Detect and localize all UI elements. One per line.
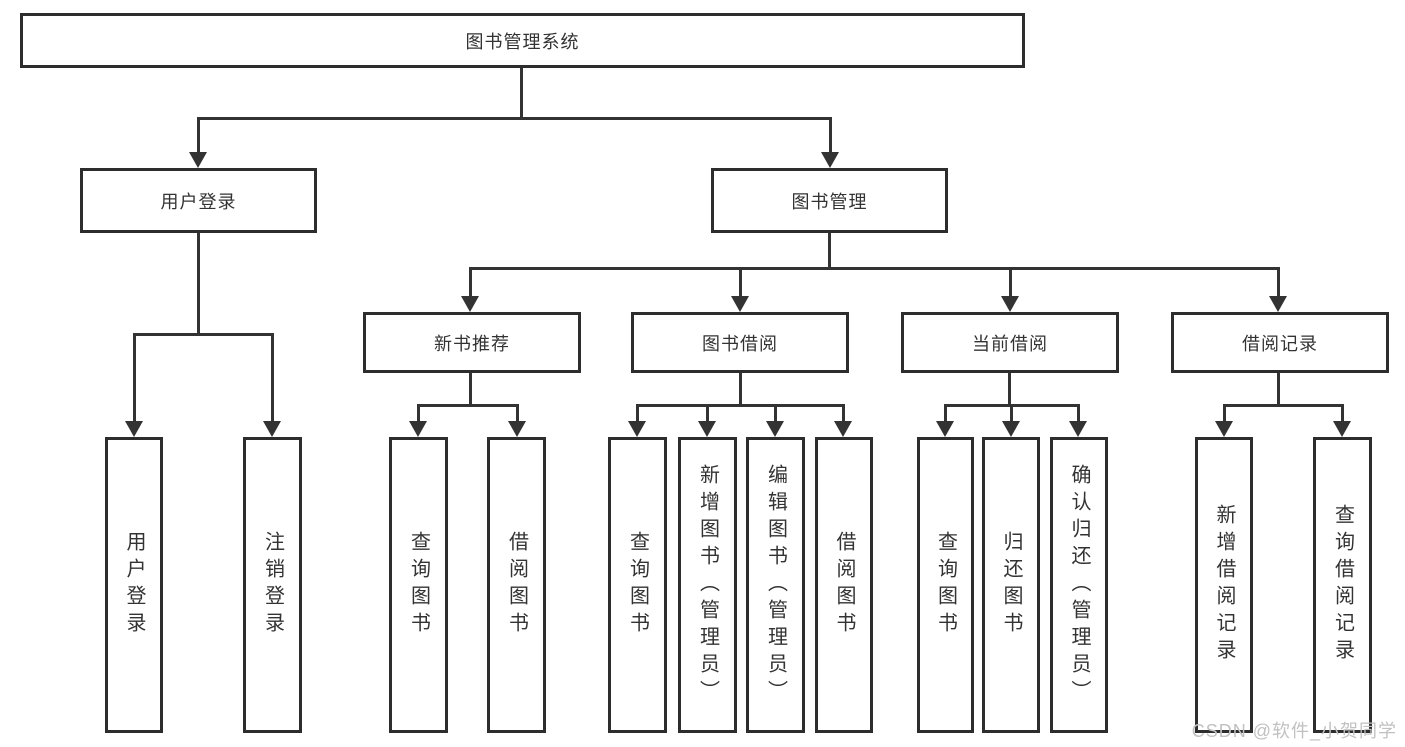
node-label: 借阅图书: [833, 531, 855, 639]
node-label: 新增图书（管理员）: [696, 463, 719, 707]
arrow-down-icon: [1269, 296, 1287, 312]
node-user-login-leaf: 用户登录: [105, 437, 163, 733]
connector-stem: [469, 373, 472, 406]
arrow-down-icon: [936, 421, 954, 437]
connector-drop: [706, 404, 709, 423]
connector-drop: [417, 404, 420, 423]
node-label: 借阅图书: [505, 531, 528, 639]
node-label: 图书管理: [791, 191, 868, 212]
node-label: 注销登录: [261, 531, 284, 639]
arrow-down-icon: [698, 421, 716, 437]
node-borrow-records: 借阅记录: [1171, 312, 1389, 373]
node-cb-return-books: 归还图书: [982, 437, 1040, 733]
connector-stem: [197, 233, 200, 335]
node-user-login: 用户登录: [80, 168, 317, 233]
connector-drop: [829, 117, 832, 155]
node-bb-query-books: 查询图书: [608, 437, 667, 733]
node-label: 编辑图书（管理员）: [764, 463, 787, 707]
connector-drop: [1077, 404, 1080, 423]
arrow-down-icon: [263, 421, 281, 437]
connector-rail: [1223, 404, 1344, 407]
connector-drop: [842, 404, 845, 423]
node-label: 查询图书: [626, 531, 649, 639]
connector-root-stem: [520, 68, 523, 119]
arrow-down-icon: [1001, 296, 1019, 312]
arrow-down-icon: [766, 421, 784, 437]
arrow-down-icon: [1333, 421, 1351, 437]
connector-root-rail: [197, 117, 832, 120]
arrow-down-icon: [461, 296, 479, 312]
node-bb-add-books-admin: 新增图书（管理员）: [678, 437, 737, 733]
node-logout-leaf: 注销登录: [243, 437, 302, 733]
node-label: 查询图书: [934, 531, 957, 639]
node-bb-edit-books-admin: 编辑图书（管理员）: [746, 437, 805, 733]
node-label: 新增借阅记录: [1213, 504, 1235, 666]
connector-stem: [739, 373, 742, 406]
node-label: 查询图书: [407, 531, 430, 639]
connector-drop: [774, 404, 777, 423]
connector-drop: [133, 333, 136, 423]
node-book-borrowing: 图书借阅: [631, 312, 849, 373]
node-br-add-record: 新增借阅记录: [1195, 437, 1253, 733]
node-label: 图书管理系统: [465, 31, 580, 52]
node-library-system: 图书管理系统: [20, 13, 1025, 68]
node-label: 借阅记录: [1242, 333, 1318, 354]
arrow-down-icon: [189, 152, 207, 168]
node-label: 查询借阅记录: [1331, 504, 1354, 666]
connector-stem: [828, 233, 831, 269]
connector-drop: [1223, 404, 1226, 423]
node-new-book-recommend: 新书推荐: [363, 312, 581, 373]
arrow-down-icon: [834, 421, 852, 437]
connector-drop: [516, 404, 519, 423]
node-cb-query-books: 查询图书: [917, 437, 974, 733]
node-bb-borrow-books: 借阅图书: [815, 437, 873, 733]
arrow-down-icon: [821, 152, 839, 168]
arrow-down-icon: [1002, 421, 1020, 437]
connector-rail: [417, 404, 519, 407]
connector-rail: [636, 404, 845, 407]
node-label: 归还图书: [1000, 531, 1022, 639]
connector-drop: [636, 404, 639, 423]
node-label: 当前借阅: [972, 333, 1048, 354]
node-nb-query-books: 查询图书: [389, 437, 448, 733]
arrow-down-icon: [409, 421, 427, 437]
connector-stem: [1008, 373, 1011, 406]
connector-rail: [469, 267, 1280, 270]
connector-drop: [271, 333, 274, 423]
node-label: 新书推荐: [434, 333, 510, 354]
connector-drop: [1277, 267, 1280, 299]
arrow-down-icon: [508, 421, 526, 437]
node-br-query-record: 查询借阅记录: [1313, 437, 1372, 733]
connector-drop: [1341, 404, 1344, 423]
connector-drop: [469, 267, 472, 299]
connector-drop: [739, 267, 742, 299]
connector-drop: [1010, 404, 1013, 423]
node-label: 图书借阅: [702, 333, 778, 354]
connector-stem: [1277, 373, 1280, 406]
arrow-down-icon: [731, 296, 749, 312]
node-book-management: 图书管理: [711, 168, 948, 233]
node-label: 确认归还（管理员）: [1068, 463, 1090, 707]
node-label: 用户登录: [123, 531, 145, 639]
node-nb-borrow-books: 借阅图书: [487, 437, 546, 733]
node-cb-confirm-return-admin: 确认归还（管理员）: [1050, 437, 1108, 733]
arrow-down-icon: [1215, 421, 1233, 437]
connector-rail: [133, 333, 274, 336]
node-current-borrowing: 当前借阅: [901, 312, 1119, 373]
node-label: 用户登录: [160, 191, 237, 212]
arrow-down-icon: [1069, 421, 1087, 437]
csdn-watermark: CSDN @软件_小贺同学: [1191, 721, 1397, 741]
connector-drop: [197, 117, 200, 155]
connector-drop: [1009, 267, 1012, 299]
connector-drop: [944, 404, 947, 423]
arrow-down-icon: [628, 421, 646, 437]
arrow-down-icon: [125, 421, 143, 437]
